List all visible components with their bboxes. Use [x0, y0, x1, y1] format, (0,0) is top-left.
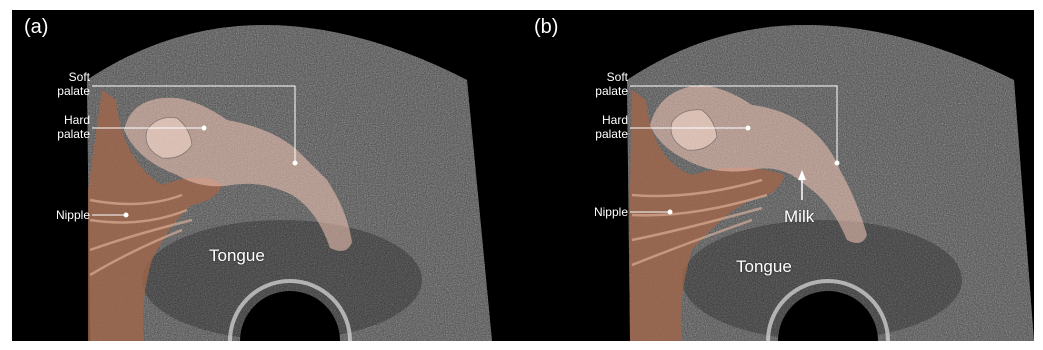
panel-a-illustration — [12, 10, 522, 341]
panel-label: (a) — [24, 16, 48, 39]
soft-palate-label: Soft palate — [34, 70, 90, 98]
panel-label: (b) — [534, 16, 558, 39]
tongue-label: Tongue — [209, 246, 265, 266]
nipple-label: Nipple — [30, 208, 90, 222]
tongue-label: Tongue — [736, 257, 792, 277]
milk-label: Milk — [784, 207, 814, 227]
panel-a: (a) Soft palate Hard palate Nipple Tongu… — [12, 10, 522, 341]
panel-b-illustration — [522, 10, 1034, 341]
nipple-label: Nipple — [568, 205, 628, 219]
soft-palate-label: Soft palate — [572, 70, 628, 98]
hard-palate-label: Hard palate — [572, 113, 628, 141]
hard-palate-label: Hard palate — [34, 113, 90, 141]
panel-b: (b) Soft palate Hard palate Nipple Milk … — [522, 10, 1034, 341]
